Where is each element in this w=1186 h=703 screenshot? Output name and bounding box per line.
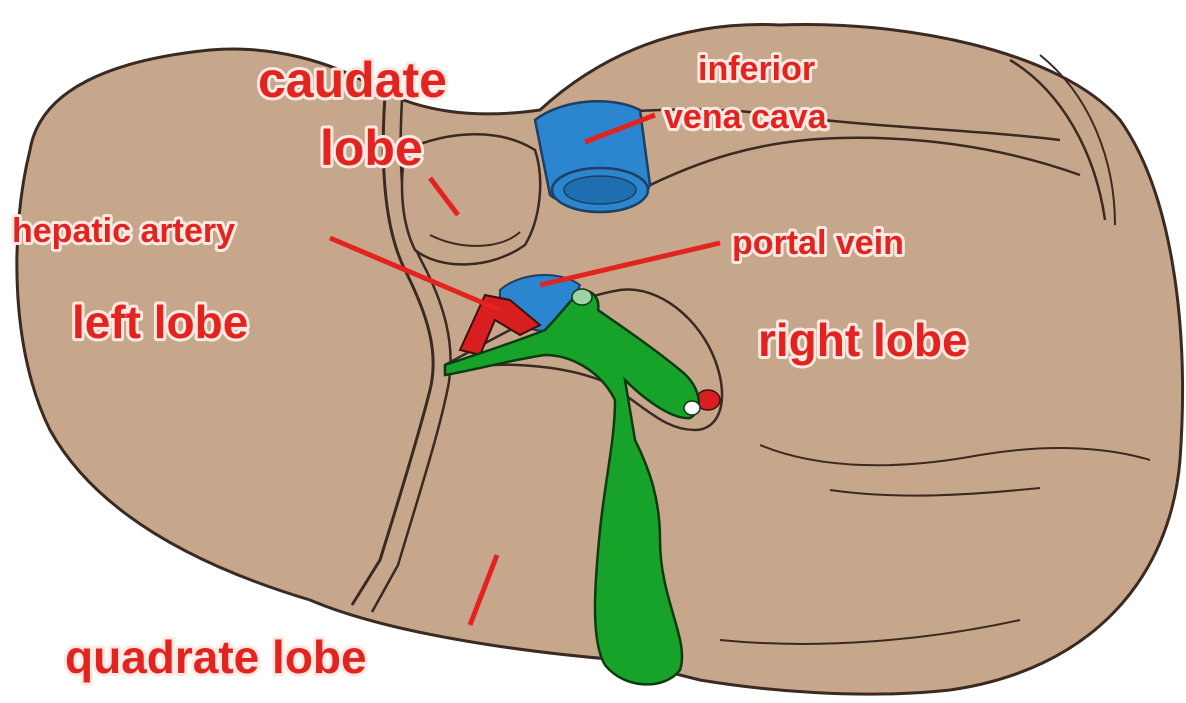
vena-cava-label-line1: inferior	[698, 50, 815, 88]
inferior-vena-cava-shape	[535, 101, 650, 212]
caudate-lobe-label-line1: caudate	[258, 52, 447, 108]
right-lobe-label: right lobe	[758, 314, 968, 366]
hepatic-artery-label: hepatic artery	[12, 212, 235, 250]
portal-vein-label: portal vein	[732, 224, 904, 262]
left-lobe-label: left lobe	[72, 296, 248, 348]
quadrate-lobe-label: quadrate lobe	[65, 631, 367, 683]
caudate-lobe-label-line2: lobe	[320, 120, 423, 176]
vena-cava-label-line2: vena cava	[664, 98, 828, 136]
